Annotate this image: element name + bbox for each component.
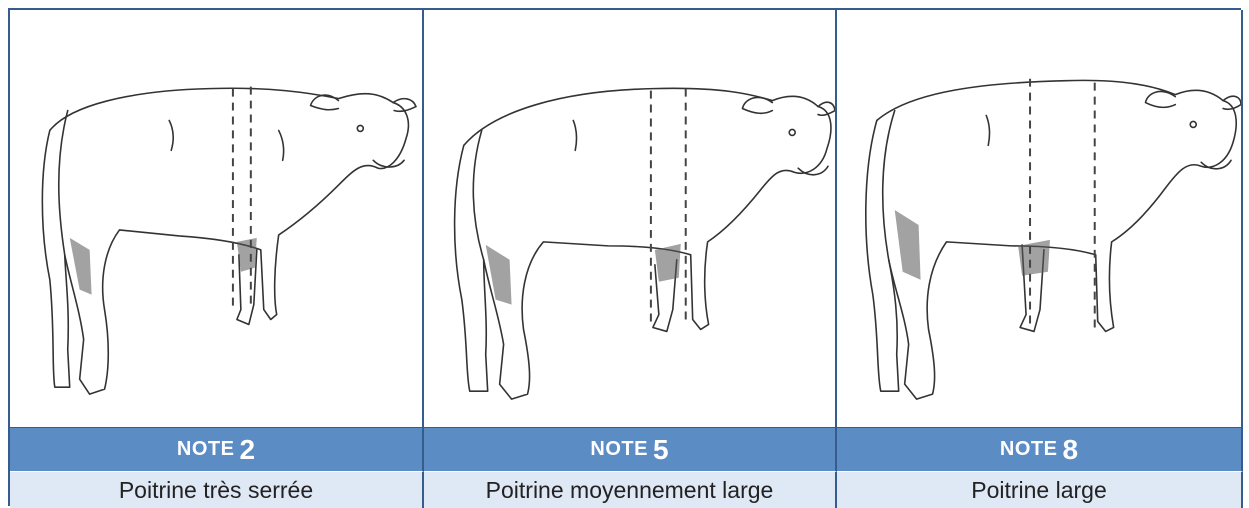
note-label: NOTE xyxy=(177,438,235,461)
note-value: 8 xyxy=(1062,436,1078,464)
note-value: 2 xyxy=(239,436,255,464)
cow-illustration-note-5 xyxy=(424,10,837,427)
cow-illustration-note-8 xyxy=(837,10,1243,427)
note-value: 5 xyxy=(653,436,669,464)
note-header-8: NOTE 8 xyxy=(837,427,1243,471)
cow-illustration-note-2 xyxy=(10,10,424,427)
description-note-8: Poitrine large xyxy=(837,471,1243,508)
chest-score-table: NOTE 2 NOTE 5 NOTE 8 Poitrine très serré… xyxy=(8,8,1241,506)
note-header-5: NOTE 5 xyxy=(424,427,837,471)
note-label: NOTE xyxy=(590,438,648,461)
note-label: NOTE xyxy=(1000,438,1058,461)
description-note-5: Poitrine moyennement large xyxy=(424,471,837,508)
description-note-2: Poitrine très serrée xyxy=(10,471,424,508)
note-header-2: NOTE 2 xyxy=(10,427,424,471)
